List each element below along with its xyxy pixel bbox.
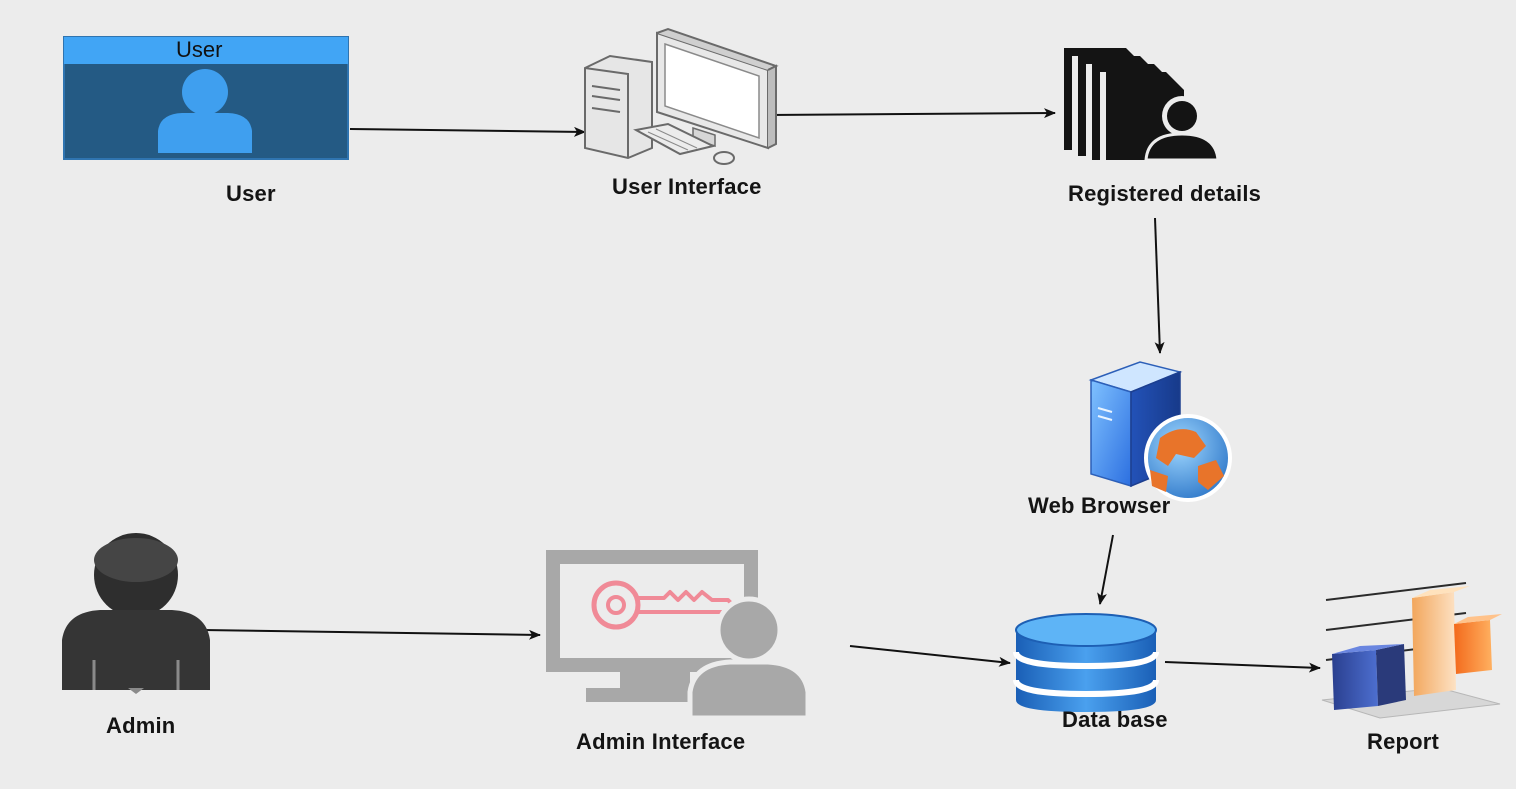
user-card-icon [63,36,349,160]
arrow-browser-to-database [1097,534,1114,605]
arrow-admin-ui-to-database [849,645,1011,667]
server-globe-icon [1088,361,1232,502]
database-label: Data base [1062,707,1168,732]
bar-chart-icon [1321,582,1502,719]
admin-label: Admin [106,713,176,738]
arrow-ui-to-registered [767,108,1056,119]
admin-interface-label: Admin Interface [576,729,746,754]
arrow-admin-to-admin-ui [202,629,541,640]
admin-person-icon [62,533,210,694]
documents-user-icon [1064,48,1220,162]
user-card-title: User [176,37,223,62]
user-interface-label: User Interface [612,174,762,199]
registered-details-label: Registered details [1068,181,1262,206]
report-label: Report [1367,729,1440,754]
connectors [202,108,1321,673]
web-browser-label: Web Browser [1028,493,1171,518]
arrow-user-to-ui [349,126,586,137]
computer-icon [584,27,779,165]
monitor-key-user-icon [546,550,811,721]
arrow-registered-to-browser [1154,217,1165,354]
database-icon [1013,613,1159,712]
user-label: User [226,181,276,206]
arrow-database-to-report [1164,661,1321,673]
